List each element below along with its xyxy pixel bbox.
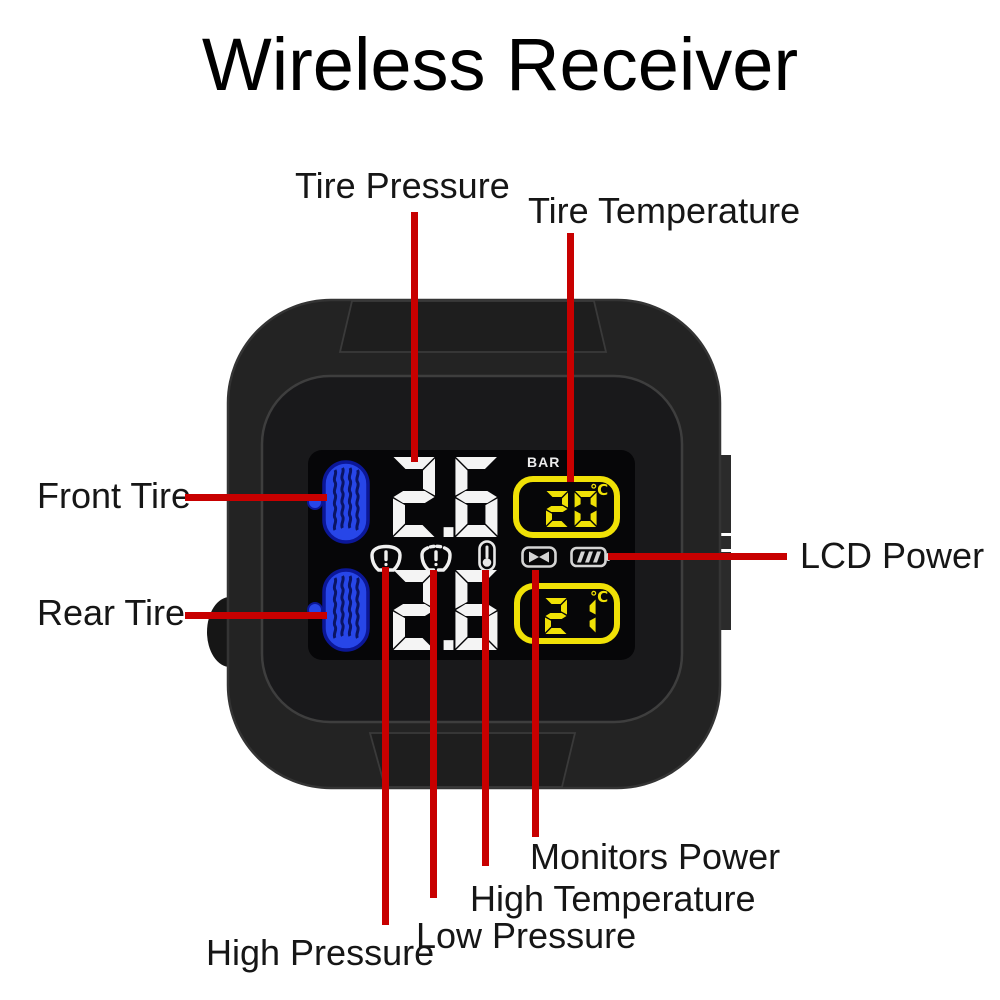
label-rear-tire: Rear Tire [37,592,186,633]
line-high-temperature [482,570,489,866]
lcd-screen [308,450,635,660]
top-mount-tab [338,300,608,353]
label-lcd-power: LCD Power [800,535,985,576]
rear-temp-unit: ℃ [590,588,608,606]
label-high-pressure: High Pressure [206,932,435,973]
line-front-tire [185,494,327,501]
bottom-mount-tab [368,732,577,788]
label-tire-temperature: Tire Temperature [528,190,801,231]
label-front-tire: Front Tire [37,475,192,516]
sensor-monitor-battery-icon [521,546,557,568]
side-buttons[interactable] [719,455,731,630]
rear-tire-icon [322,568,370,652]
label-low-pressure: Low Pressure [416,915,637,956]
line-rear-tire [185,612,327,619]
front-tire-icon [322,460,370,544]
front-temperature-box: ℃ [513,476,620,538]
line-monitors-power [532,570,539,837]
line-tire-temperature [567,233,574,482]
device-graphic: BAR ℃ ℃ [207,298,731,790]
label-tire-pressure: Tire Pressure [295,165,510,206]
label-high-temperature: High Temperature [470,878,756,919]
tire-low-pressure-warning-icon [420,544,452,572]
line-high-pressure [382,567,389,925]
line-lcd-power [608,553,787,560]
tire-high-pressure-warning-icon [370,544,402,572]
label-monitors-power: Monitors Power [530,836,781,877]
line-low-pressure [430,570,437,898]
pressure-unit-label: BAR [527,454,560,470]
front-temp-digits [546,491,597,527]
front-pressure-digits [393,457,498,537]
rear-temp-digits [545,598,596,634]
page-title: Wireless Receiver [201,23,799,106]
front-temp-unit: ℃ [590,481,608,499]
line-tire-pressure [411,212,418,462]
wireless-receiver-device: BAR ℃ ℃ [200,295,745,795]
rear-temperature-box: ℃ [514,583,620,644]
